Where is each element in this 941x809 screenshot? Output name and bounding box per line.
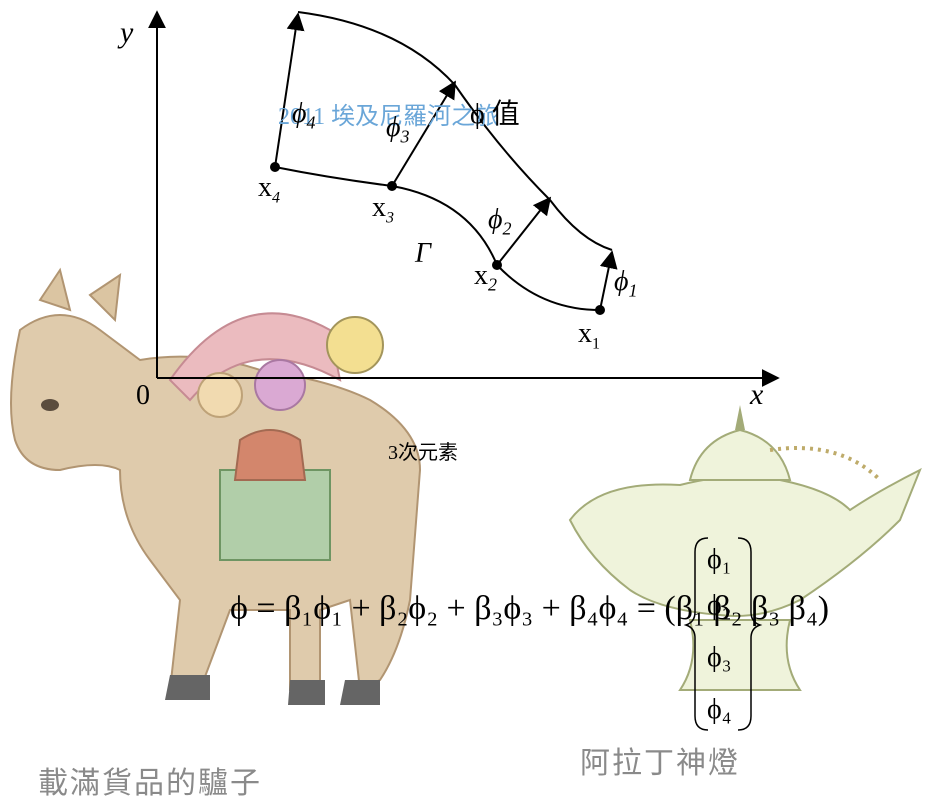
phi2-label: ϕ2 [488, 204, 512, 239]
lamp-body [568, 467, 922, 617]
phi2-vector [496, 196, 552, 266]
interpolation-equation: ϕ = β₁ϕ₁ + β₂ϕ₂ + β₃ϕ₃ + β₄ϕ₄ = (β₁ β₂ β… [230, 590, 830, 627]
donkey-hooves [165, 675, 380, 705]
phi4-label: ϕ4 [292, 98, 316, 133]
node-x4 [270, 162, 280, 172]
element-caption: 3次元素 [388, 442, 458, 464]
node-x1 [595, 305, 605, 315]
x-axis-label: x [750, 378, 764, 411]
curve-gamma [274, 166, 601, 311]
node-x3-label: x3 [372, 192, 394, 227]
y-axis-label: y [120, 16, 134, 49]
donkey-illustration [10, 267, 422, 705]
green-cloth [219, 469, 331, 561]
vector-entry-2: ϕ₂ [707, 590, 732, 621]
phi1-label: ϕ1 [614, 266, 638, 301]
vector-entry-4: ϕ₄ [707, 694, 732, 725]
donkey-caption: 載滿貨品的驢子 [38, 766, 262, 801]
lamp-caption: 阿拉丁神燈 [580, 746, 740, 781]
donkey-ears [38, 267, 122, 323]
basket [326, 316, 384, 374]
lamp-illustration [568, 405, 922, 691]
diagram-title: ϕ 值 [470, 99, 520, 130]
phi4-vector [274, 12, 305, 168]
red-bag [233, 429, 307, 481]
vector-entry-3: ϕ₃ [707, 642, 732, 673]
node-x2-label: x2 [474, 260, 497, 295]
origin-label: 0 [136, 380, 150, 411]
round-cargo [197, 372, 243, 418]
phi1-vector [599, 250, 618, 311]
donkey-eye [41, 399, 59, 411]
node-x4-label: x4 [258, 172, 280, 207]
node-x3 [387, 181, 397, 191]
lamp-lid [688, 428, 792, 481]
node-x2 [492, 260, 502, 270]
curve-top [297, 11, 613, 251]
vector-left-brace [683, 537, 709, 731]
lamp-chain [769, 446, 882, 482]
gamma-label: Γ [415, 238, 431, 269]
lamp-base [678, 619, 802, 691]
flower-cargo [254, 359, 306, 411]
vector-right-brace [737, 537, 763, 731]
phi3-vector [391, 80, 456, 187]
node-x1-label: x1 [578, 318, 600, 353]
watermark-text: 2011 埃及尼羅河之旅 [278, 104, 500, 130]
lamp-knob [735, 405, 745, 430]
vector-entry-1: ϕ₁ [707, 544, 732, 575]
phi3-label: ϕ3 [386, 112, 410, 147]
